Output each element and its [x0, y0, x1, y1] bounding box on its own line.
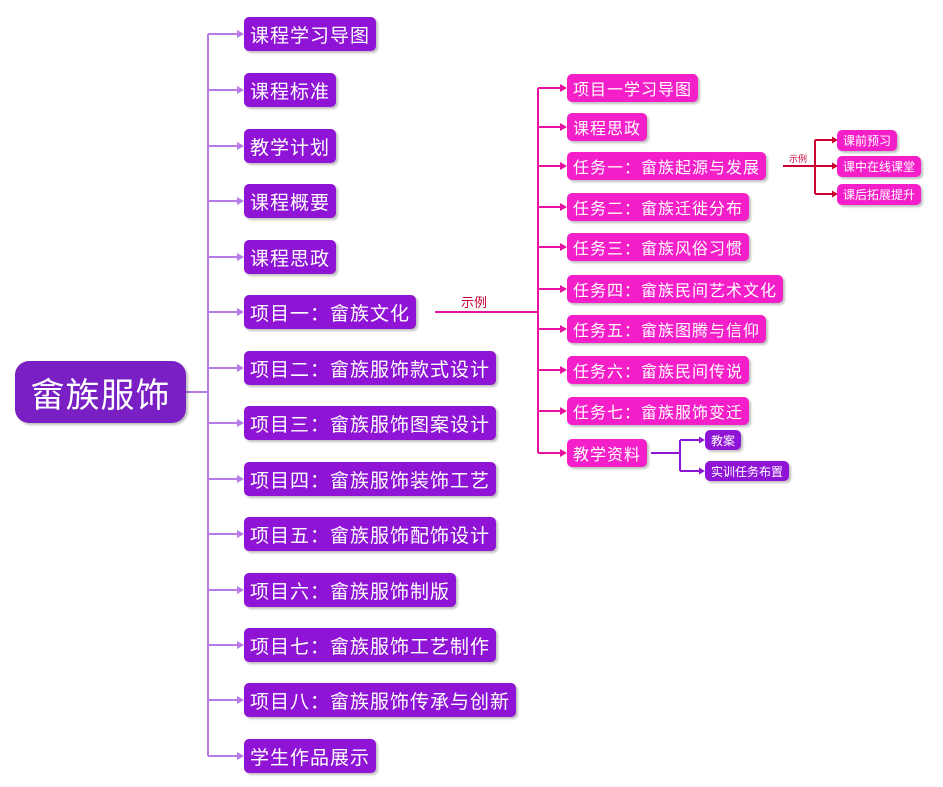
node-project-7[interactable]: 项目七：畲族服饰工艺制作 — [244, 628, 497, 662]
materials-connectors — [651, 439, 699, 472]
project1-arrowheads — [560, 84, 567, 457]
node-teaching-materials[interactable]: 教学资料 — [567, 439, 648, 467]
node-course-map[interactable]: 课程学习导图 — [244, 17, 377, 51]
node-training-tasks[interactable]: 实训任务布置 — [705, 461, 790, 481]
task1-example-label: 示例 — [789, 155, 808, 165]
root-node[interactable]: 畲族服饰 — [15, 361, 186, 423]
node-task-5[interactable]: 任务五：畲族图腾与信仰 — [567, 315, 767, 343]
node-task-1[interactable]: 任务一：畲族起源与发展 — [567, 152, 767, 180]
node-teaching-plan[interactable]: 教学计划 — [244, 129, 337, 163]
node-task-3[interactable]: 任务三：畲族风俗习惯 — [567, 233, 750, 261]
root-arrowheads — [237, 30, 244, 760]
node-task-6[interactable]: 任务六：畲族民间传说 — [567, 356, 750, 384]
node-pre-class[interactable]: 课前预习 — [837, 130, 898, 151]
project1-example-label: 示例 — [461, 296, 488, 311]
node-course-standard[interactable]: 课程标准 — [244, 73, 337, 107]
node-project-4[interactable]: 项目四：畲族服饰装饰工艺 — [244, 462, 497, 496]
node-project1-ideology[interactable]: 课程思政 — [567, 113, 648, 141]
node-project-1[interactable]: 项目一：畲族文化 — [244, 295, 417, 329]
node-course-overview[interactable]: 课程概要 — [244, 184, 337, 218]
node-student-works[interactable]: 学生作品展示 — [244, 739, 377, 773]
node-project-6[interactable]: 项目六：畲族服饰制版 — [244, 573, 457, 607]
task1-arrowheads — [832, 136, 838, 198]
node-in-class[interactable]: 课中在线课堂 — [837, 156, 922, 177]
materials-arrowheads — [699, 436, 705, 475]
node-lesson-plan[interactable]: 教案 — [705, 430, 742, 450]
node-task-4[interactable]: 任务四：畲族民间艺术文化 — [567, 275, 784, 303]
node-project1-map[interactable]: 项目一学习导图 — [567, 74, 699, 102]
project1-connectors — [435, 87, 561, 454]
root-connectors — [186, 33, 238, 757]
node-task-7[interactable]: 任务七：畲族服饰变迁 — [567, 397, 750, 425]
node-project-3[interactable]: 项目三：畲族服饰图案设计 — [244, 406, 497, 440]
node-course-ideology[interactable]: 课程思政 — [244, 240, 337, 274]
node-post-class[interactable]: 课后拓展提升 — [837, 184, 922, 205]
node-project-2[interactable]: 项目二：畲族服饰款式设计 — [244, 351, 497, 385]
node-project-8[interactable]: 项目八：畲族服饰传承与创新 — [244, 683, 517, 717]
node-project-5[interactable]: 项目五：畲族服饰配饰设计 — [244, 517, 497, 551]
node-task-2[interactable]: 任务二：畲族迁徙分布 — [567, 193, 750, 221]
task1-connectors — [783, 139, 832, 195]
